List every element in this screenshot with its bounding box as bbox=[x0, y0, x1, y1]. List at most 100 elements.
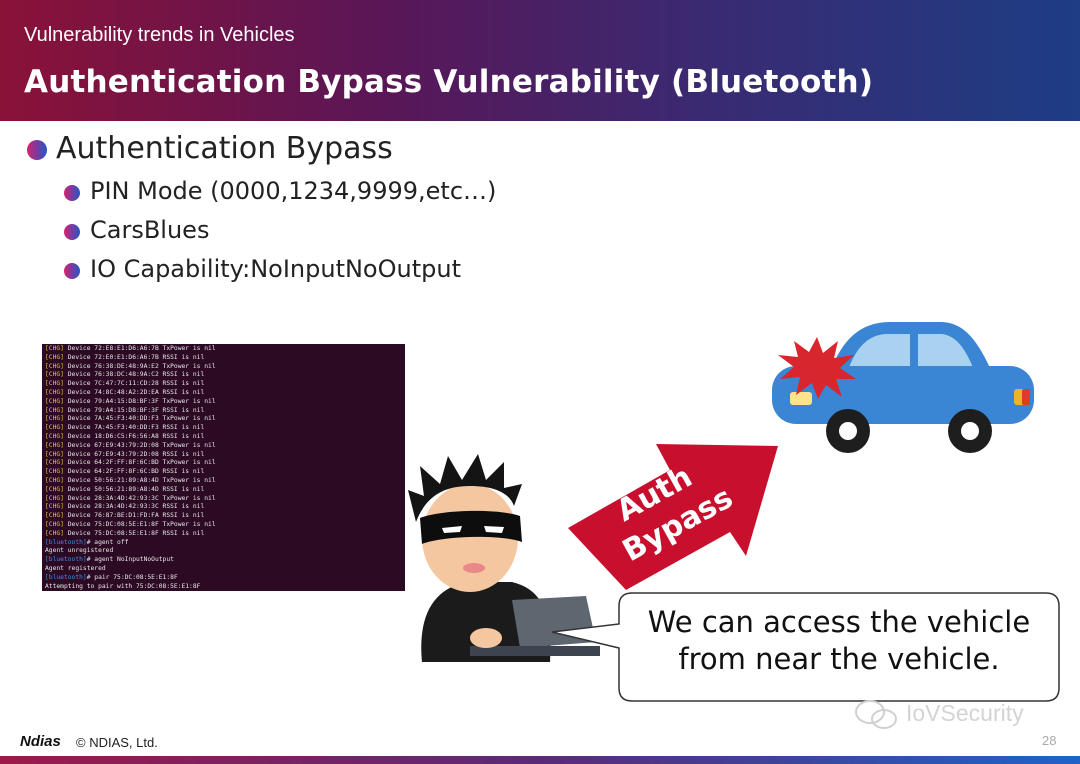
terminal-line: [CHG] Device 67:E9:43:79:2D:08 RSSI is n… bbox=[45, 451, 204, 458]
terminal-text: Device 75:DC:08:5E:E1:8F RSSI is nil bbox=[63, 529, 205, 537]
terminal-line: Agent unregistered bbox=[45, 547, 113, 554]
bubble-line-1: We can access the vehicle bbox=[647, 605, 1031, 639]
car-headlight bbox=[790, 392, 812, 405]
terminal-text: Device 76:87:BE:D1:FD:FA RSSI is nil bbox=[63, 512, 205, 520]
terminal-text: # pair 75:DC:08:5E:E1:8F bbox=[86, 573, 178, 581]
terminal-text: Device 67:E9:43:79:2D:08 RSSI is nil bbox=[63, 450, 205, 458]
terminal-tag: [CHG] bbox=[45, 415, 64, 423]
section-subtitle: Vulnerability trends in Vehicles bbox=[24, 24, 295, 46]
terminal-text: Device 72:E0:E1:D6:A6:7B RSSI is nil bbox=[63, 353, 205, 361]
terminal-line: [CHG] Device 64:2F:FF:8F:6C:BD RSSI is n… bbox=[45, 468, 204, 475]
bullet-dot-sub bbox=[64, 185, 80, 201]
terminal-line: [CHG] Device 75:DC:08:5E:E1:8F RSSI is n… bbox=[45, 530, 204, 537]
terminal-text: Device 67:E9:43:79:2D:08 TxPower is nil bbox=[63, 441, 216, 449]
terminal-text: Device 74:8C:48:A2:2D:EA RSSI is nil bbox=[63, 389, 205, 396]
footer-gradient-bar bbox=[0, 756, 1080, 764]
bullet-dot-sub bbox=[64, 263, 80, 279]
terminal-tag: [CHG] bbox=[45, 494, 64, 502]
copyright-text: © NDIAS, Ltd. bbox=[76, 735, 158, 750]
hacker-illustration bbox=[408, 454, 600, 662]
slide-header: Vulnerability trends in Vehicles Authent… bbox=[0, 0, 1080, 121]
bullet-main-text: Authentication Bypass bbox=[56, 131, 393, 166]
terminal-tag: [CHG] bbox=[45, 345, 64, 352]
speech-bubble-text: We can access the vehicle from near the … bbox=[625, 604, 1053, 678]
arrow-shape bbox=[568, 444, 778, 590]
terminal-line: [CHG] Device 7A:45:F3:40:DD:F3 TxPower i… bbox=[45, 415, 216, 422]
terminal-tag: [CHG] bbox=[45, 389, 64, 396]
terminal-tag: [CHG] bbox=[45, 371, 64, 379]
terminal-text: Attempting to pair with 75:DC:08:5E:E1:8… bbox=[45, 582, 201, 590]
laptop-base bbox=[470, 646, 600, 656]
terminal-line: [CHG] Device 74:8C:48:A2:2D:EA RSSI is n… bbox=[45, 389, 204, 396]
terminal-tag: [CHG] bbox=[45, 433, 64, 440]
terminal-line: [CHG] Device 67:E9:43:79:2D:08 TxPower i… bbox=[45, 442, 216, 449]
terminal-tag: [CHG] bbox=[45, 485, 64, 493]
terminal-line: [CHG] Device 28:3A:4D:42:93:3C RSSI is n… bbox=[45, 503, 204, 510]
hacker-hair bbox=[408, 454, 522, 522]
terminal-text: Device 76:38:DE:48:9A:E2 TxPower is nil bbox=[63, 362, 216, 370]
terminal-text: Device 64:2F:FF:8F:6C:BD TxPower is nil bbox=[63, 459, 216, 467]
terminal-text: Device 7A:45:F3:40:DD:F3 TxPower is nil bbox=[63, 415, 216, 423]
car-hub-front bbox=[839, 422, 857, 440]
terminal-tag: [bluetooth] bbox=[45, 573, 87, 581]
terminal-tag: [CHG] bbox=[45, 468, 64, 476]
terminal-text: Device 7A:45:F3:40:DD:F3 RSSI is nil bbox=[63, 424, 205, 432]
terminal-line: [CHG] Device 79:A4:15:D8:BF:3F TxPower i… bbox=[45, 398, 216, 405]
terminal-text: Device 72:E8:E1:D6:A6:7B TxPower is nil bbox=[63, 345, 216, 352]
terminal-tag: [CHG] bbox=[45, 450, 64, 458]
terminal-line: [CHG] Device 28:3A:4D:42:93:3C TxPower i… bbox=[45, 495, 216, 502]
terminal-line: [CHG] Device 64:2F:FF:8F:6C:BD TxPower i… bbox=[45, 459, 216, 466]
terminal-screenshot: [CHG] Device 72:E8:E1:D6:A6:7B TxPower i… bbox=[42, 344, 405, 591]
terminal-line: [CHG] Device 75:DC:08:5E:E1:8F TxPower i… bbox=[45, 521, 216, 528]
terminal-tag: [CHG] bbox=[45, 441, 64, 449]
terminal-line: [CHG] Device 7A:45:F3:40:DD:F3 RSSI is n… bbox=[45, 424, 204, 431]
terminal-tag: [CHG] bbox=[45, 459, 64, 467]
terminal-line: [CHG] Device 18:D6:C5:F6:56:A8 RSSI is n… bbox=[45, 433, 204, 440]
terminal-line: [CHG] Device 72:E0:E1:D6:A6:7B RSSI is n… bbox=[45, 354, 204, 361]
terminal-tag: [CHG] bbox=[45, 406, 64, 414]
terminal-line: Agent registered bbox=[45, 565, 106, 572]
bubble-line-2: from near the vehicle. bbox=[678, 642, 1000, 676]
terminal-tag: [CHG] bbox=[45, 477, 64, 484]
terminal-line: [CHG] Device 50:56:21:89:A8:4D TxPower i… bbox=[45, 477, 216, 484]
slide-title: Authentication Bypass Vulnerability (Blu… bbox=[24, 64, 874, 100]
bullet-item-pin-mode: PIN Mode (0000,1234,9999,etc…) bbox=[90, 177, 497, 205]
terminal-tag: [CHG] bbox=[45, 424, 64, 432]
terminal-text: # agent NoInputNoOutput bbox=[86, 556, 174, 564]
terminal-text: # agent off bbox=[86, 538, 129, 546]
hacker-eye-right bbox=[484, 526, 504, 533]
terminal-text: Device 7C:47:7C:11:CD:28 RSSI is nil bbox=[63, 380, 205, 388]
terminal-tag: [CHG] bbox=[45, 353, 64, 361]
company-logo: Ndias bbox=[20, 733, 61, 750]
terminal-text: Device 28:3A:4D:42:93:3C TxPower is nil bbox=[63, 494, 216, 502]
car-window-rear bbox=[918, 334, 974, 370]
terminal-tag: [CHG] bbox=[45, 380, 64, 388]
car-illustration bbox=[772, 322, 1034, 453]
car-taillight-red bbox=[1022, 389, 1030, 405]
terminal-text: Device 79:A4:15:D8:BF:3F RSSI is nil bbox=[63, 406, 205, 414]
terminal-text: Device 50:56:21:89:A8:4D RSSI is nil bbox=[63, 485, 205, 493]
terminal-text: Device 64:2F:FF:8F:6C:BD RSSI is nil bbox=[63, 468, 205, 476]
terminal-line: [bluetooth]# pair 75:DC:08:5E:E1:8F bbox=[45, 574, 178, 581]
auth-bypass-arrow: Auth Bypass bbox=[568, 444, 778, 590]
bullet-dot-sub bbox=[64, 224, 80, 240]
terminal-line: [bluetooth]# agent off bbox=[45, 539, 128, 546]
terminal-text: Device 76:38:DC:48:9A:C2 RSSI is nil bbox=[63, 371, 205, 379]
crash-burst-icon bbox=[778, 337, 856, 399]
car-window-front bbox=[848, 334, 910, 370]
terminal-tag: [CHG] bbox=[45, 397, 64, 405]
terminal-text: Agent registered bbox=[45, 565, 106, 572]
hacker-mask bbox=[420, 510, 522, 544]
terminal-text: Device 50:56:21:89:A8:4D TxPower is nil bbox=[63, 477, 216, 484]
terminal-line: [CHG] Device 79:A4:15:D8:BF:3F RSSI is n… bbox=[45, 407, 204, 414]
terminal-line: [bluetooth]# agent NoInputNoOutput bbox=[45, 556, 174, 563]
terminal-text: Device 79:A4:15:D8:BF:3F TxPower is nil bbox=[63, 397, 216, 405]
terminal-text: Device 28:3A:4D:42:93:3C RSSI is nil bbox=[63, 503, 205, 511]
speech-bubble bbox=[551, 592, 1060, 702]
bullet-item-io-capability: IO Capability:NoInputNoOutput bbox=[90, 255, 461, 283]
terminal-line: [CHG] Device 72:E8:E1:D6:A6:7B TxPower i… bbox=[45, 345, 216, 352]
terminal-text: Device 18:D6:C5:F6:56:A8 RSSI is nil bbox=[63, 433, 205, 440]
terminal-line: [CHG] Device 76:38:DE:48:9A:E2 TxPower i… bbox=[45, 363, 216, 370]
terminal-tag: [CHG] bbox=[45, 521, 64, 528]
terminal-line: [CHG] Device 76:87:BE:D1:FD:FA RSSI is n… bbox=[45, 512, 204, 519]
